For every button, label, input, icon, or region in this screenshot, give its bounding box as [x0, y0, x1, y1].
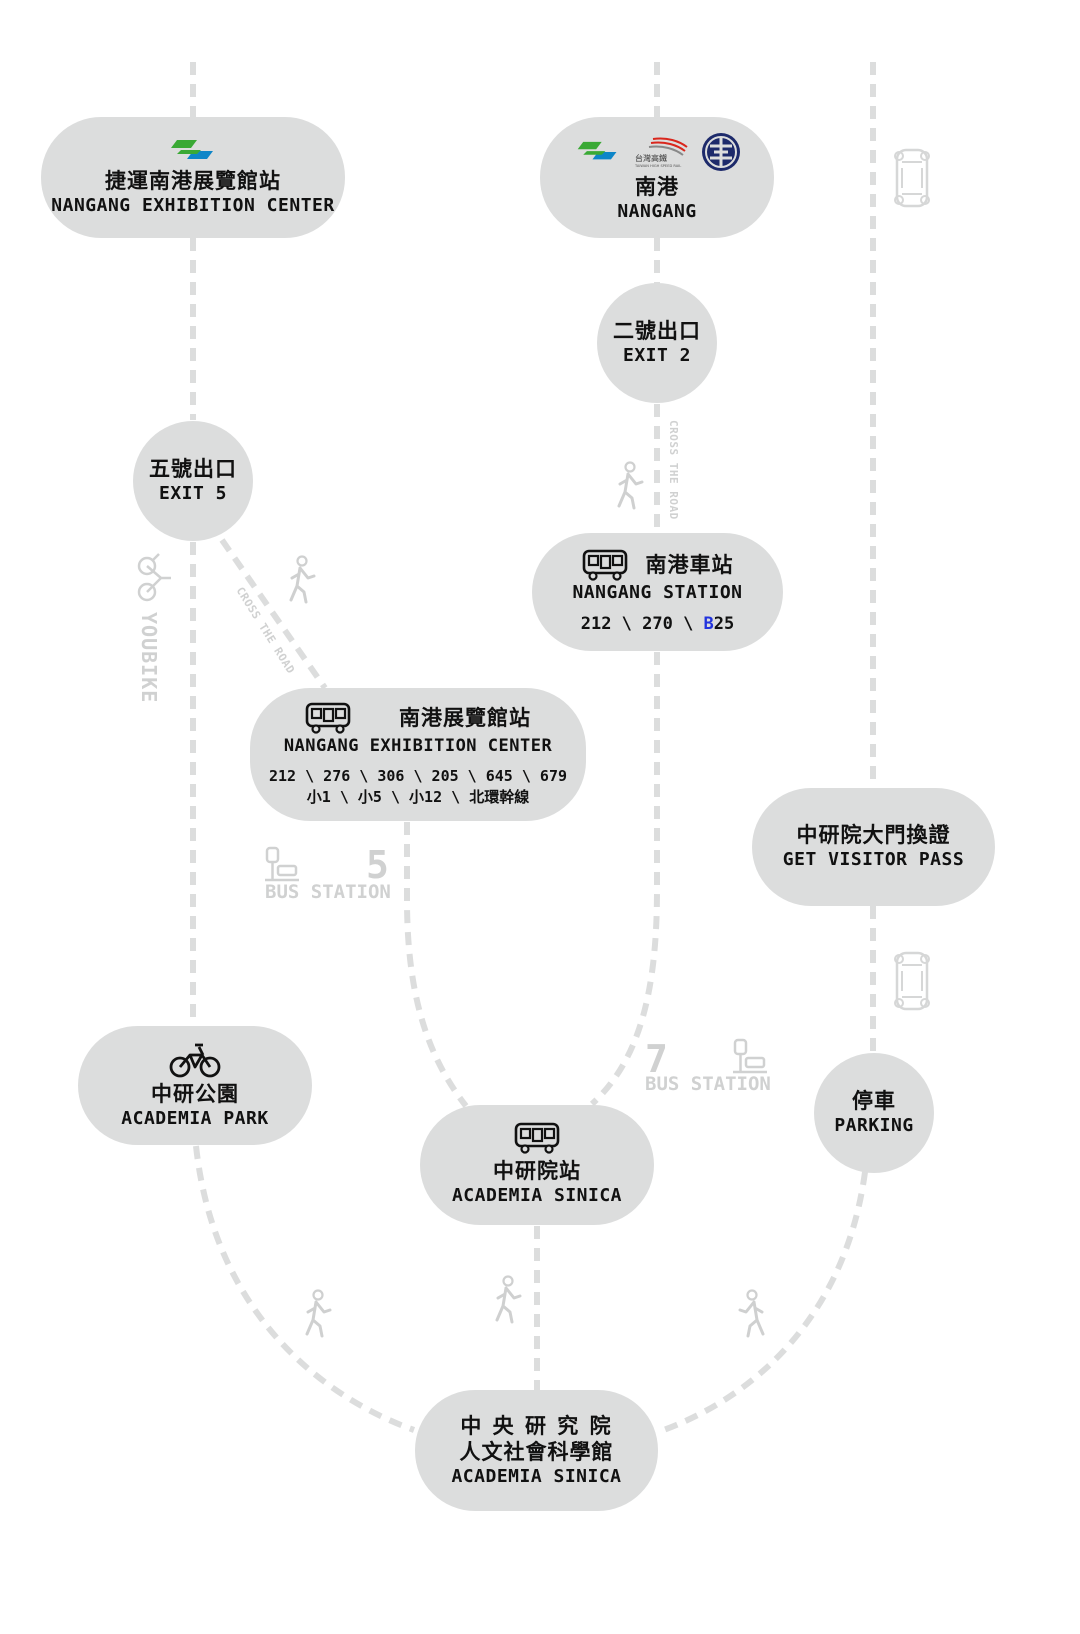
line-park-destination [193, 1145, 416, 1433]
svg-text:台灣高鐵: 台灣高鐵 [635, 153, 667, 163]
node-zh-label: 南港車站 [645, 552, 734, 577]
node-en-label: EXIT 2 [622, 345, 692, 366]
node-en-label: GET VISITOR PASS [782, 849, 965, 870]
node-parking: 停車 PARKING [814, 1053, 934, 1173]
node-academia-sinica-station: 中研院站 ACADEMIA SINICA [420, 1105, 654, 1225]
node-en-label: PARKING [834, 1115, 914, 1136]
bus-stop-icon [731, 1038, 769, 1074]
walking-person-icon [495, 1275, 522, 1324]
node-destination-academia-sinica: 中 央 研 究 院 人文社會科學館 ACADEMIA SINICA [415, 1390, 658, 1511]
cross-road-label-2: CROSS THE ROAD [667, 420, 680, 520]
youbike-bicycle-icon [137, 553, 171, 602]
node-zh-label: 中 央 研 究 院 [460, 1413, 613, 1438]
walking-person-icon [305, 1289, 332, 1338]
bus-routes: 212 \ 276 \ 306 \ 205 \ 645 \ 679 [268, 766, 567, 785]
node-bus-nangang-station: 南港車站 NANGANG STATION 212 \ 270 \ B25 [532, 533, 783, 651]
bus-icon [582, 549, 627, 581]
node-zh-label: 五號出口 [149, 457, 237, 481]
node-en-label: ACADEMIA SINICA [451, 1465, 622, 1487]
line-exit5-bus [219, 538, 328, 690]
node-zh-label: 南港展覽館站 [399, 705, 531, 730]
node-nangang: 台灣高鐵 TAIWAN HIGH SPEED RAIL 南港 NANGANG [540, 117, 774, 238]
bus-station-5-label: BUS STATION [265, 881, 391, 903]
node-zh-label: 中研院站 [493, 1159, 581, 1183]
line-nangang-bus-sinica [589, 652, 660, 1107]
bus-routes: 212 \ 270 \ B25 [580, 613, 735, 634]
tra-logo [702, 132, 740, 171]
bus-icon [305, 702, 351, 734]
walking-person-icon [289, 555, 316, 604]
node-bus-exhibition-center: 南港展覽館站 NANGANG EXHIBITION CENTER 212 \ 2… [250, 688, 586, 821]
node-zh-label: 二號出口 [613, 319, 701, 343]
bicycle-icon [169, 1043, 221, 1077]
bus-icon [514, 1122, 560, 1154]
bus-stop-icon [263, 846, 301, 882]
node-get-visitor-pass: 中研院大門換證 GET VISITOR PASS [752, 788, 995, 906]
bus-station-7-number: 7 [645, 1037, 668, 1081]
mrt-logo [171, 139, 213, 159]
node-academia-park: 中研公園 ACADEMIA PARK [78, 1026, 312, 1145]
node-zh-label: 捷運南港展覽館站 [105, 168, 281, 193]
node-zh-label: 停車 [852, 1089, 896, 1113]
line-parking-destination [657, 1171, 868, 1435]
node-exit-2: 二號出口 EXIT 2 [597, 283, 717, 403]
youbike-label: YOUBIKE [137, 612, 161, 703]
node-en-label: NANGANG EXHIBITION CENTER [51, 194, 335, 216]
walking-person-icon [738, 1289, 765, 1338]
car-icon [893, 148, 931, 208]
node-exit-5: 五號出口 EXIT 5 [133, 421, 253, 541]
node-en-label: EXIT 5 [158, 483, 228, 504]
node-zh-label-2: 人文社會科學館 [459, 1439, 614, 1464]
node-en-label: ACADEMIA PARK [121, 1107, 269, 1129]
node-en-label: ACADEMIA SINICA [451, 1185, 623, 1206]
bus-station-5-number: 5 [366, 843, 389, 887]
walking-person-icon [617, 461, 644, 510]
bus-station-7-label: BUS STATION [645, 1073, 771, 1095]
node-zh-label: 中研院大門換證 [796, 823, 951, 847]
mrt-logo [577, 141, 617, 159]
node-zh-label: 南港 [635, 174, 679, 199]
node-zh-label: 中研公園 [151, 1081, 239, 1106]
bus-routes: 小1 \ 小5 \ 小12 \ 北環幹線 [306, 787, 530, 806]
hsr-logo: 台灣高鐵 TAIWAN HIGH SPEED RAIL [634, 137, 688, 168]
node-en-label: NANGANG [617, 200, 697, 222]
car-icon [893, 951, 931, 1011]
node-en-label: NANGANG STATION [572, 581, 743, 603]
node-en-label: NANGANG EXHIBITION CENTER [283, 735, 553, 756]
node-mrt-exhibition-center: 捷運南港展覽館站 NANGANG EXHIBITION CENTER [41, 117, 345, 238]
line-exhibition-bus-sinica [404, 822, 469, 1108]
route-highlight: B [703, 613, 714, 634]
svg-text:TAIWAN HIGH SPEED RAIL: TAIWAN HIGH SPEED RAIL [634, 164, 681, 168]
